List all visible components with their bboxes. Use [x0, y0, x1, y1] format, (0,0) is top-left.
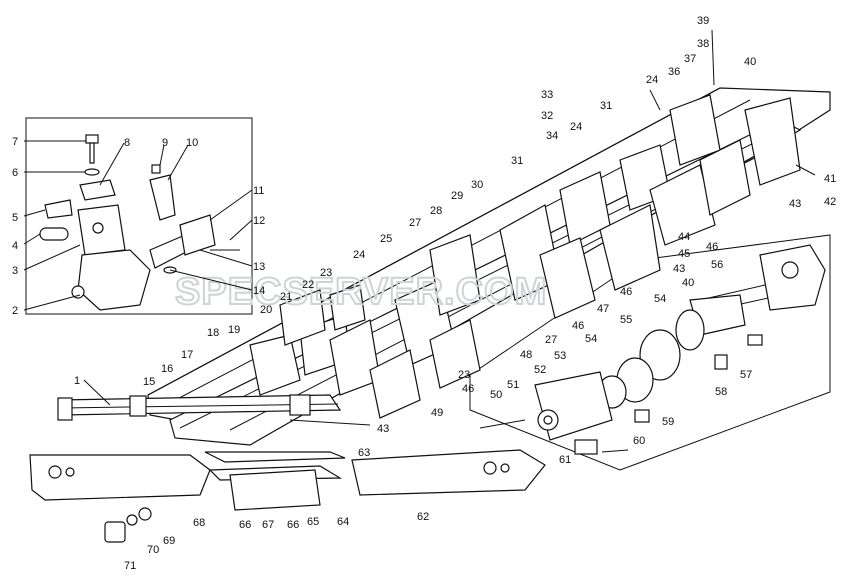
callout-67: 67	[262, 519, 274, 531]
callout-50: 50	[490, 389, 502, 401]
callout-65: 65	[307, 516, 319, 528]
callout-41: 41	[824, 173, 836, 185]
callout-70: 70	[147, 544, 159, 556]
callout-14: 14	[253, 285, 265, 297]
callout-43a: 43	[789, 198, 801, 210]
callout-44: 44	[678, 231, 690, 243]
callout-36: 36	[668, 66, 680, 78]
callout-42: 42	[824, 196, 836, 208]
callout-47: 47	[597, 303, 609, 315]
bottom-parts	[29, 449, 546, 543]
callout-21: 21	[280, 291, 292, 303]
leader-lines	[23, 29, 816, 426]
frame-side-members	[147, 87, 831, 446]
callout-52: 52	[534, 364, 546, 376]
callout-43b: 43	[673, 263, 685, 275]
callout-4: 4	[12, 240, 18, 252]
callout-54b: 54	[654, 293, 666, 305]
callout-22: 22	[302, 279, 314, 291]
callout-71: 71	[124, 560, 136, 572]
callout-10: 10	[186, 137, 198, 149]
callout-32: 32	[541, 110, 553, 122]
callout-12: 12	[253, 215, 265, 227]
callout-60: 60	[633, 435, 645, 447]
callout-43c: 43	[377, 423, 389, 435]
callout-6: 6	[12, 167, 18, 179]
callout-40a: 40	[744, 56, 756, 68]
callout-9: 9	[162, 137, 168, 149]
hook-detail-parts	[39, 134, 240, 311]
callout-7: 7	[12, 136, 18, 148]
callout-69: 69	[163, 535, 175, 547]
callout-54a: 54	[585, 333, 597, 345]
callout-51: 51	[507, 379, 519, 391]
callout-8: 8	[124, 137, 130, 149]
callout-20: 20	[260, 304, 272, 316]
callout-24a: 24	[353, 249, 365, 261]
callout-46b: 46	[572, 320, 584, 332]
callout-23a: 23	[320, 267, 332, 279]
callout-31b: 31	[600, 100, 612, 112]
coupling-detail-parts	[479, 244, 826, 455]
callout-23b: 23	[458, 369, 470, 381]
callout-3: 3	[12, 265, 18, 277]
front-bumper-bar	[57, 394, 342, 421]
callout-49: 49	[431, 407, 443, 419]
callout-61: 61	[559, 454, 571, 466]
callout-11: 11	[253, 185, 264, 197]
callout-15: 15	[143, 376, 155, 388]
callout-46a: 46	[706, 241, 718, 253]
callout-24c: 24	[646, 74, 658, 86]
callout-34: 34	[546, 130, 558, 142]
callout-66a: 66	[239, 519, 251, 531]
watermark-text: SPECSERVER.COM	[175, 271, 547, 313]
callout-24b: 24	[570, 121, 582, 133]
callout-48: 48	[520, 349, 532, 361]
frame-brackets	[249, 94, 801, 419]
callout-28: 28	[430, 205, 442, 217]
callout-66b: 66	[287, 519, 299, 531]
callout-45: 45	[678, 248, 690, 260]
callout-39: 39	[697, 15, 709, 27]
callout-31a: 31	[511, 155, 523, 167]
callout-27b: 27	[545, 334, 557, 346]
callout-16: 16	[161, 363, 173, 375]
callout-labels: 1 2 3 4 5 6 7 8 9 10 11 12 13 14 15 16 1…	[12, 15, 836, 572]
callout-57: 57	[740, 369, 752, 381]
callout-63: 63	[358, 447, 370, 459]
callout-18: 18	[207, 327, 219, 339]
callout-19: 19	[228, 324, 240, 336]
callout-53: 53	[554, 350, 566, 362]
callout-68: 68	[193, 517, 205, 529]
callout-59: 59	[662, 416, 674, 428]
callout-55: 55	[620, 314, 632, 326]
callout-5: 5	[12, 212, 18, 224]
callout-25: 25	[380, 233, 392, 245]
callout-33: 33	[541, 89, 553, 101]
callout-2: 2	[12, 305, 18, 317]
callout-1: 1	[74, 375, 80, 387]
callout-37: 37	[684, 53, 696, 65]
callout-62: 62	[417, 511, 429, 523]
callout-46c: 46	[462, 383, 474, 395]
callout-46d: 46	[620, 286, 632, 298]
hook-detail-frame	[25, 117, 253, 315]
callout-30: 30	[471, 179, 483, 191]
callout-29: 29	[451, 190, 463, 202]
callout-40b: 40	[682, 277, 694, 289]
callout-13: 13	[253, 261, 265, 273]
callout-27a: 27	[409, 217, 421, 229]
callout-64: 64	[337, 516, 349, 528]
callout-56: 56	[711, 259, 723, 271]
callout-17: 17	[181, 349, 193, 361]
callout-58: 58	[715, 386, 727, 398]
callout-38: 38	[697, 38, 709, 50]
